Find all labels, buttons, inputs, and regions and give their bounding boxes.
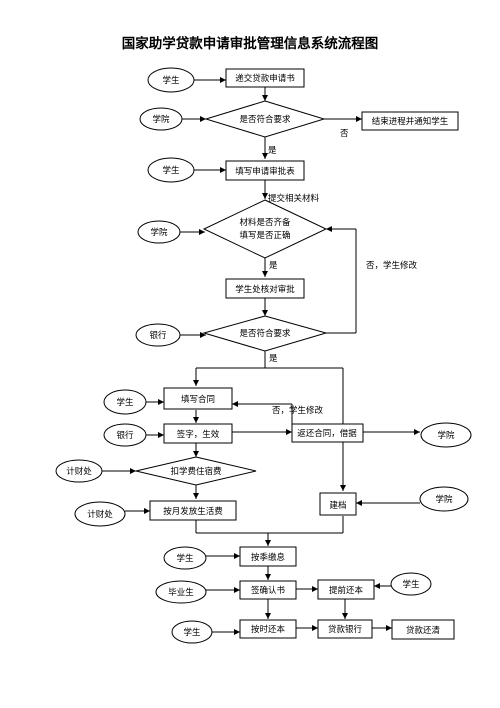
process-fill-approval-form: 填写申请审批表 — [225, 160, 305, 181]
process-quarterly-interest: 按季缴息 — [239, 546, 297, 567]
actor-college-3: 学院 — [420, 422, 472, 448]
actor-bank-1: 银行 — [135, 323, 181, 347]
actor-student-5-label: 学生 — [402, 579, 420, 590]
process-scheduled-repayment: 按时还本 — [239, 619, 297, 639]
actor-college-3-label: 学院 — [437, 430, 455, 441]
actor-finance-2: 计财处 — [74, 501, 126, 527]
edge-label-submit-materials: 提交相关材料 — [268, 193, 320, 204]
actor-college-2: 学院 — [137, 220, 181, 244]
actor-student-3: 学生 — [103, 389, 147, 415]
actor-college-4: 学院 — [419, 486, 469, 512]
actor-college-1-label: 学院 — [152, 114, 170, 125]
process-fill-approval-form-label: 填写申请审批表 — [235, 166, 295, 177]
process-return-contract-label: 返还合同，借据 — [297, 428, 357, 439]
process-early-repayment: 提前还本 — [317, 579, 375, 600]
decision-deduct-fees-label: 扣学费住宿费 — [170, 466, 222, 477]
decision-materials-label-line2: 填写是否正确 — [239, 230, 290, 241]
process-end-notify-student-label: 结束进程并通知学生 — [372, 116, 449, 127]
process-scheduled-repayment-label: 按时还本 — [251, 624, 286, 635]
actor-student-5: 学生 — [390, 572, 432, 596]
actor-graduate: 毕业生 — [155, 580, 207, 604]
process-student-office-review: 学生处核对审批 — [225, 278, 305, 299]
decision-deduct-fees: 扣学费住宿费 — [135, 456, 257, 486]
edge-label-yes-2: 是 — [269, 261, 278, 271]
actor-student-6: 学生 — [171, 620, 213, 644]
actor-college-4-label: 学院 — [435, 494, 453, 505]
edge-label-no-student-revise-2: 否，学生修改 — [272, 405, 324, 416]
actor-student-4: 学生 — [163, 546, 207, 570]
decision-requirements-1: 是否符合要求 — [204, 100, 326, 138]
actor-college-1: 学院 — [139, 107, 183, 131]
process-loan-bank-label: 贷款银行 — [328, 624, 363, 635]
process-sign-confirmation: 签确认书 — [239, 580, 297, 600]
process-archive-label: 建档 — [329, 500, 346, 511]
process-loan-paid-off-label: 贷款还清 — [406, 625, 441, 636]
process-sign-effective: 签字，生效 — [163, 423, 233, 444]
decision-requirements-2: 是否符合要求 — [202, 315, 328, 352]
process-monthly-living-allowance: 按月发放生活费 — [149, 500, 237, 521]
process-loan-bank: 贷款银行 — [317, 619, 373, 639]
process-fill-contract-label: 填写合同 — [181, 394, 215, 405]
process-early-repayment-label: 提前还本 — [329, 585, 364, 596]
process-return-contract: 返还合同，借据 — [291, 423, 364, 443]
actor-student-1: 学生 — [147, 67, 195, 93]
actor-student-3-label: 学生 — [116, 397, 134, 408]
actor-college-2-label: 学院 — [150, 227, 168, 238]
actor-student-6-label: 学生 — [183, 627, 201, 638]
actor-finance-1: 计财处 — [55, 459, 103, 483]
process-sign-confirmation-label: 签确认书 — [251, 585, 286, 596]
edge-label-no-student-revise-1: 否，学生修改 — [366, 260, 418, 271]
actor-student-1-label: 学生 — [162, 75, 180, 86]
actor-student-2: 学生 — [147, 157, 195, 183]
process-submit-application-label: 递交贷款申请书 — [235, 73, 295, 84]
actor-finance-1-label: 计财处 — [66, 466, 92, 477]
edge-label-no-1: 否 — [340, 129, 349, 139]
actor-student-2-label: 学生 — [162, 165, 180, 176]
process-submit-application: 递交贷款申请书 — [225, 68, 305, 88]
page-title: 国家助学贷款申请审批管理信息系统流程图 — [122, 35, 379, 52]
actor-finance-2-label: 计财处 — [87, 509, 113, 520]
decision-requirements-2-label: 是否符合要求 — [239, 328, 291, 339]
decision-materials-label-line1: 材料是否齐备 — [239, 217, 291, 228]
actor-bank-2: 银行 — [103, 423, 147, 447]
edge-label-yes-1: 是 — [268, 146, 277, 156]
process-fill-contract: 填写合同 — [163, 387, 233, 410]
process-student-office-review-label: 学生处核对审批 — [235, 284, 295, 295]
process-loan-paid-off: 贷款还清 — [391, 619, 455, 640]
actor-graduate-label: 毕业生 — [168, 587, 194, 598]
process-end-notify-student: 结束进程并通知学生 — [361, 111, 459, 131]
process-archive: 建档 — [319, 492, 357, 516]
process-sign-effective-label: 签字，生效 — [177, 429, 220, 440]
decision-requirements-1-label: 是否符合要求 — [239, 114, 291, 125]
actor-student-4-label: 学生 — [176, 553, 194, 564]
actor-bank-1-label: 银行 — [149, 330, 167, 341]
process-quarterly-interest-label: 按季缴息 — [251, 552, 286, 563]
process-monthly-living-allowance-label: 按月发放生活费 — [163, 506, 223, 517]
actor-bank-2-label: 银行 — [116, 430, 134, 441]
decision-materials: 材料是否齐备 填写是否正确 — [202, 199, 328, 259]
edge-label-yes-3: 是 — [269, 354, 278, 364]
